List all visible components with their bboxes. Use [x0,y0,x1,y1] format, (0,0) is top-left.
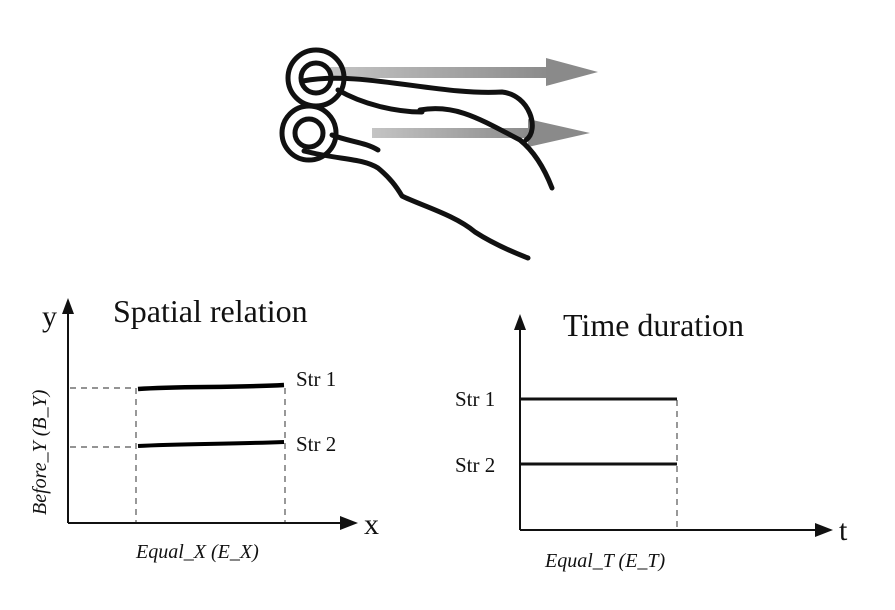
spatial-stroke-2 [137,440,285,448]
swipe-arrow-upper [330,58,598,86]
spatial-x-arrowhead [340,516,358,530]
spatial-x-axis-letter: x [364,508,379,541]
spatial-stroke-1 [137,382,285,392]
hand-outline [300,75,555,261]
spatial-x-relation-label: Equal_X (E_X) [135,541,259,563]
swipe-arrow-lower [372,119,590,147]
temporal-stroke-2-label: Str 2 [455,453,495,477]
temporal-title: Time duration [563,307,744,343]
temporal-t-arrowhead [815,523,833,537]
spatial-y-arrowhead [62,298,74,314]
touch-point-lower [279,103,339,163]
spatial-relation-chart: Spatial relation y x Str 1 Str 2 Before_… [29,293,379,563]
temporal-stroke-1-label: Str 1 [455,387,495,411]
two-finger-swipe-right-icon [279,47,598,261]
spatial-y-axis-letter: y [42,300,57,333]
temporal-t-relation-label: Equal_T (E_T) [544,550,666,572]
spatial-title: Spatial relation [113,293,308,329]
spatial-stroke-1-label: Str 1 [296,367,336,391]
spatial-y-relation-label: Before_Y (B_Y) [29,389,51,515]
spatial-stroke-2-label: Str 2 [296,432,336,456]
temporal-t-axis-letter: t [839,514,848,547]
time-duration-chart: Time duration t Str 1 Str 2 Equal_T (E_T… [455,307,848,572]
temporal-y-arrowhead [514,314,526,330]
